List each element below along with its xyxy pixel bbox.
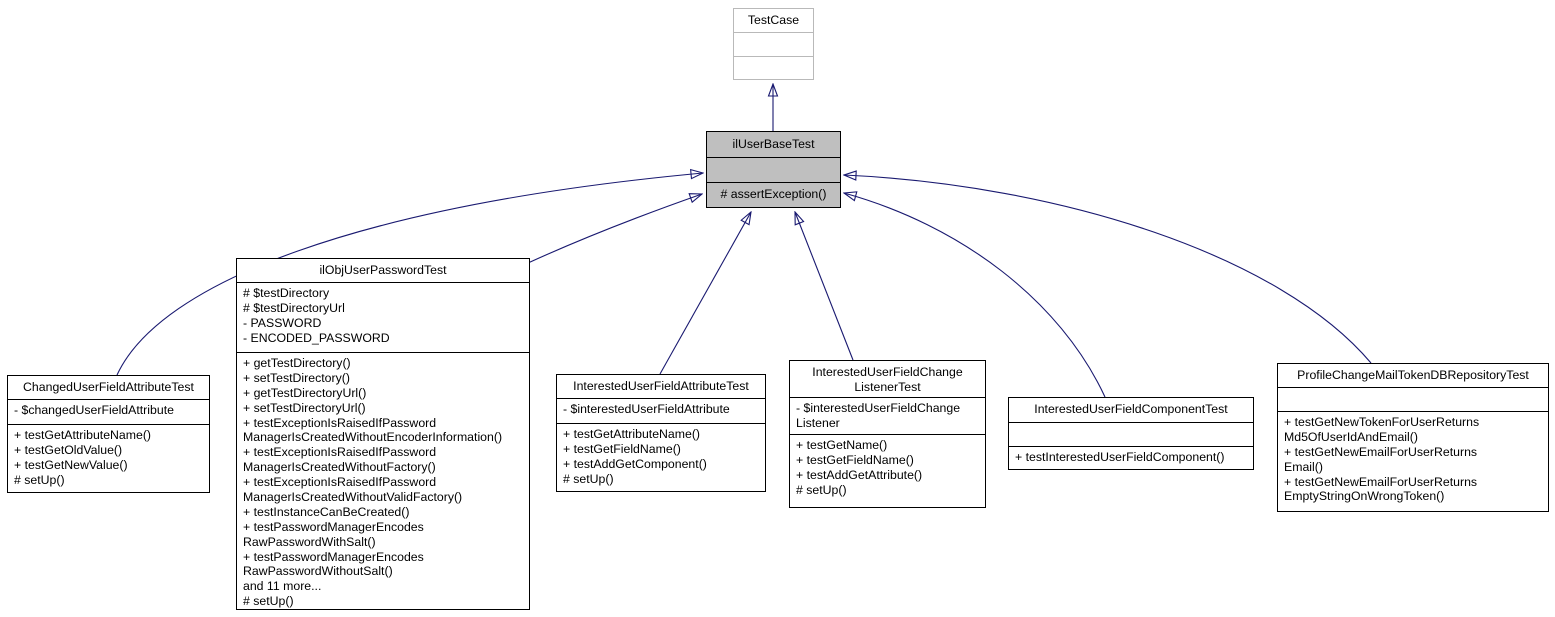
method-line: # assertException() xyxy=(720,187,827,201)
method-line: # setUp() xyxy=(563,471,614,486)
method-line: + testAddGetComponent() xyxy=(563,456,707,471)
class-name-line: InterestedUserFieldAttributeTest xyxy=(573,379,749,393)
class-methods: + testInterestedUserFieldComponent() xyxy=(1009,446,1253,469)
class-node-interesteduserfieldattributetest[interactable]: InterestedUserFieldAttributeTest - $inte… xyxy=(556,374,766,492)
attribute-line: - $changedUserFieldAttribute xyxy=(14,403,174,417)
attribute-line: - ENCODED_PASSWORD xyxy=(243,330,390,345)
class-attributes xyxy=(734,32,813,56)
inheritance-edge-interesteduserfieldcomponenttest-to-iluserbasetest xyxy=(844,193,1106,398)
class-title: TestCase xyxy=(734,9,813,32)
class-name-line: ProfileChangeMailTokenDBRepositoryTest xyxy=(1297,368,1529,382)
class-title: ProfileChangeMailTokenDBRepositoryTest xyxy=(1278,364,1548,387)
class-methods: + testGetName()+ testGetFieldName()+ tes… xyxy=(790,434,985,507)
method-line: RawPasswordWithSalt() xyxy=(243,534,376,549)
attribute-line: - PASSWORD xyxy=(243,315,322,330)
method-line: + testExceptionIsRaisedIfPassword xyxy=(243,445,437,460)
class-node-changeduserfieldattributetest[interactable]: ChangedUserFieldAttributeTest - $changed… xyxy=(7,375,210,493)
method-line: + testInstanceCanBeCreated() xyxy=(243,504,410,519)
class-title: ilObjUserPasswordTest xyxy=(237,259,529,282)
method-line: + testGetNewTokenForUserReturns xyxy=(1284,415,1480,429)
method-line: + setTestDirectory() xyxy=(243,370,350,385)
method-line: + testGetAttributeName() xyxy=(563,427,701,441)
method-line: + testAddGetAttribute() xyxy=(796,467,923,482)
class-methods: + testGetAttributeName()+ testGetFieldNa… xyxy=(557,423,765,491)
method-line: + testExceptionIsRaisedIfPassword xyxy=(243,475,437,490)
class-title: ilUserBaseTest xyxy=(707,132,840,157)
method-line: + testGetNewEmailForUserReturns xyxy=(1284,444,1478,459)
attribute-line: - $interestedUserFieldAttribute xyxy=(563,402,730,416)
class-title: InterestedUserFieldAttributeTest xyxy=(557,375,765,398)
method-line: ManagerIsCreatedWithoutEncoderInformatio… xyxy=(243,430,503,445)
class-attributes xyxy=(707,157,840,182)
class-methods: + getTestDirectory()+ setTestDirectory()… xyxy=(237,352,529,609)
class-title: ChangedUserFieldAttributeTest xyxy=(8,376,209,399)
method-line: + testPasswordManagerEncodes xyxy=(243,519,424,534)
method-line: ManagerIsCreatedWithoutValidFactory() xyxy=(243,490,463,505)
method-line: + getTestDirectoryUrl() xyxy=(243,385,367,400)
class-node-iluserbasetest[interactable]: ilUserBaseTest # assertException() xyxy=(706,131,841,208)
method-line: + testGetFieldName() xyxy=(796,452,914,467)
method-line: + testGetOldValue() xyxy=(14,442,123,457)
method-line: + testGetName() xyxy=(796,438,888,452)
method-line: # setUp() xyxy=(243,594,294,609)
class-attributes xyxy=(1009,422,1253,446)
class-node-testcase[interactable]: TestCase xyxy=(733,8,814,80)
class-name-line: TestCase xyxy=(747,13,800,27)
class-node-ilobjuserpasswordtest[interactable]: ilObjUserPasswordTest # $testDirectory# … xyxy=(236,258,530,610)
attribute-line: # $testDirectory xyxy=(243,286,330,300)
method-line: + testInterestedUserFieldComponent() xyxy=(1015,450,1225,464)
inheritance-edge-ilobjuserpasswordtest-to-iluserbasetest xyxy=(527,194,702,264)
inheritance-edge-interesteduserfieldchangelistenertest-to-iluserbasetest xyxy=(795,212,854,361)
method-line: ManagerIsCreatedWithoutFactory() xyxy=(243,460,436,475)
method-line: + testGetNewValue() xyxy=(14,457,128,472)
inheritance-edge-changeduserfieldattributetest-to-iluserbasetest xyxy=(116,173,703,376)
inheritance-edge-interesteduserfieldattributetest-to-iluserbasetest xyxy=(659,212,751,375)
class-attributes: # $testDirectory# $testDirectoryUrl- PAS… xyxy=(237,282,529,352)
class-methods: + testGetAttributeName()+ testGetOldValu… xyxy=(8,424,209,492)
class-name-line: ilObjUserPasswordTest xyxy=(319,263,447,277)
attribute-line: - $interestedUserFieldChange xyxy=(796,401,961,415)
class-attributes xyxy=(1278,387,1548,411)
method-line: and 11 more... xyxy=(243,579,322,594)
attribute-line: # $testDirectoryUrl xyxy=(243,300,345,315)
class-node-profilechangemailtokendbrepositorytest[interactable]: ProfileChangeMailTokenDBRepositoryTest +… xyxy=(1277,363,1549,512)
class-methods: # assertException() xyxy=(707,182,840,207)
method-line: # setUp() xyxy=(796,482,847,497)
attribute-line: Listener xyxy=(796,415,840,430)
class-name-line: ilUserBaseTest xyxy=(732,137,815,151)
class-attributes: - $interestedUserFieldAttribute xyxy=(557,398,765,423)
class-name-line: InterestedUserFieldComponentTest xyxy=(1034,402,1228,416)
class-title: InterestedUserFieldComponentTest xyxy=(1009,398,1253,422)
class-name-line: InterestedUserFieldChange xyxy=(812,365,963,379)
method-line: + getTestDirectory() xyxy=(243,356,351,370)
method-line: Email() xyxy=(1284,459,1323,474)
method-line: + testGetNewEmailForUserReturns xyxy=(1284,474,1478,489)
method-line: RawPasswordWithoutSalt() xyxy=(243,564,393,579)
class-methods xyxy=(734,56,813,79)
class-attributes: - $changedUserFieldAttribute xyxy=(8,399,209,424)
method-line: + testExceptionIsRaisedIfPassword xyxy=(243,415,437,430)
class-name-line: ListenerTest xyxy=(854,379,921,394)
method-line: Md5OfUserIdAndEmail() xyxy=(1284,429,1418,444)
method-line: + testGetAttributeName() xyxy=(14,428,152,442)
method-line: + testPasswordManagerEncodes xyxy=(243,549,424,564)
inheritance-edge-profilechangemailtokendbrepositorytest-to-iluserbasetest xyxy=(844,175,1372,364)
class-node-interesteduserfieldcomponenttest[interactable]: InterestedUserFieldComponentTest + testI… xyxy=(1008,397,1254,470)
method-line: EmptyStringOnWrongToken() xyxy=(1284,489,1445,504)
method-line: # setUp() xyxy=(14,472,65,487)
method-line: + testGetFieldName() xyxy=(563,441,681,456)
class-name-line: ChangedUserFieldAttributeTest xyxy=(23,380,194,394)
method-line: + setTestDirectoryUrl() xyxy=(243,400,366,415)
